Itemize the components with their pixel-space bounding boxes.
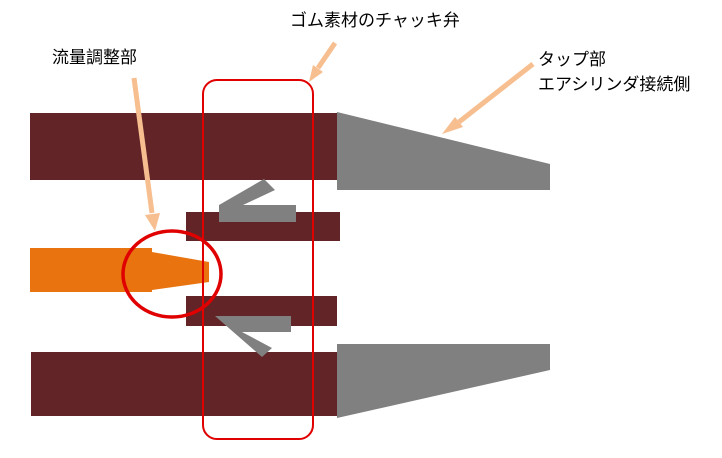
- lower-check-valve-flap: [215, 316, 291, 357]
- check-valve-arrow: [309, 41, 338, 82]
- tap-arrow: [442, 62, 535, 134]
- lower-body-bar: [31, 352, 340, 416]
- upper-tap-taper: [337, 112, 550, 190]
- tap-label-line1: タップ部: [538, 50, 606, 70]
- tap-label-line2: エアシリンダ接続側: [538, 75, 691, 95]
- upper-check-valve-flap: [219, 179, 296, 222]
- flow-adjust-needle: [30, 248, 209, 292]
- lower-tap-taper: [337, 344, 550, 418]
- check-valve-highlight-box: [202, 79, 314, 440]
- upper-body-bar: [30, 113, 340, 180]
- flow-adjust-highlight-circle: [121, 229, 223, 319]
- flow-adjust-label: 流量調整部: [52, 48, 137, 68]
- check-valve-label: ゴム素材のチャッキ弁: [290, 11, 460, 31]
- flow-adjust-arrow: [131, 77, 160, 231]
